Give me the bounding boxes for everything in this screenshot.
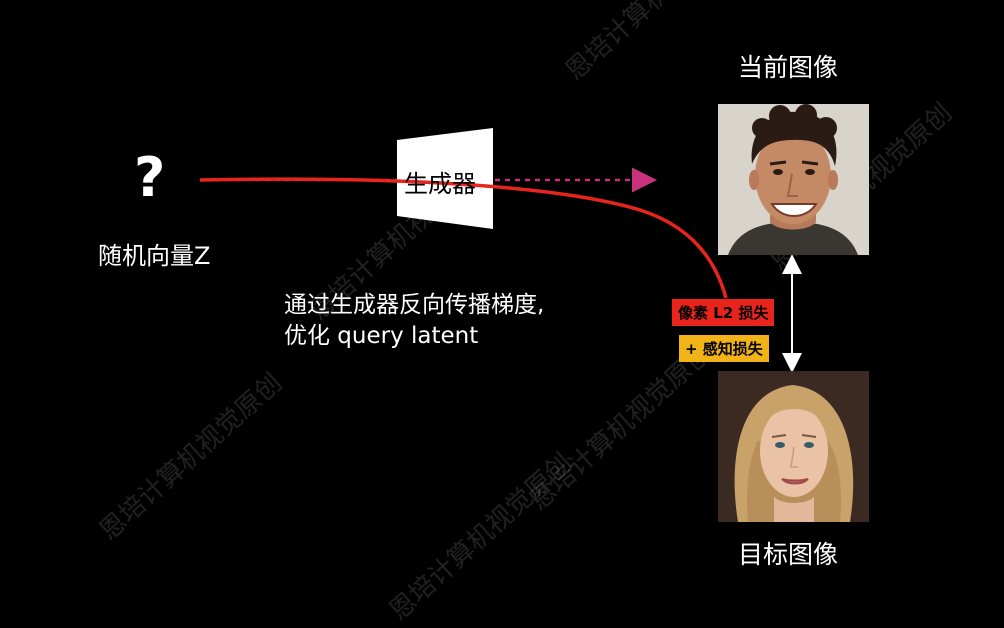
arrow-layer xyxy=(199,128,802,373)
pixel-loss-badge: 像素 L2 损失 xyxy=(672,299,775,326)
current-image xyxy=(718,104,869,255)
perceptual-loss-badge: + 感知损失 xyxy=(679,335,769,362)
generator-block xyxy=(397,128,493,229)
random-vector-label: 随机向量Z xyxy=(98,242,211,270)
current-image-title: 当前图像 xyxy=(738,53,839,82)
question-mark-icon: ? xyxy=(134,146,166,209)
gradient-curve xyxy=(199,177,728,299)
generator-label: 生成器 xyxy=(404,170,476,198)
caption: 通过生成器反向传播梯度, 优化 query latent xyxy=(284,290,544,352)
caption-line-1: 通过生成器反向传播梯度, xyxy=(284,292,545,318)
target-image-title: 目标图像 xyxy=(738,540,839,569)
caption-line-2: 优化 query latent xyxy=(284,323,479,349)
target-image xyxy=(718,371,869,522)
